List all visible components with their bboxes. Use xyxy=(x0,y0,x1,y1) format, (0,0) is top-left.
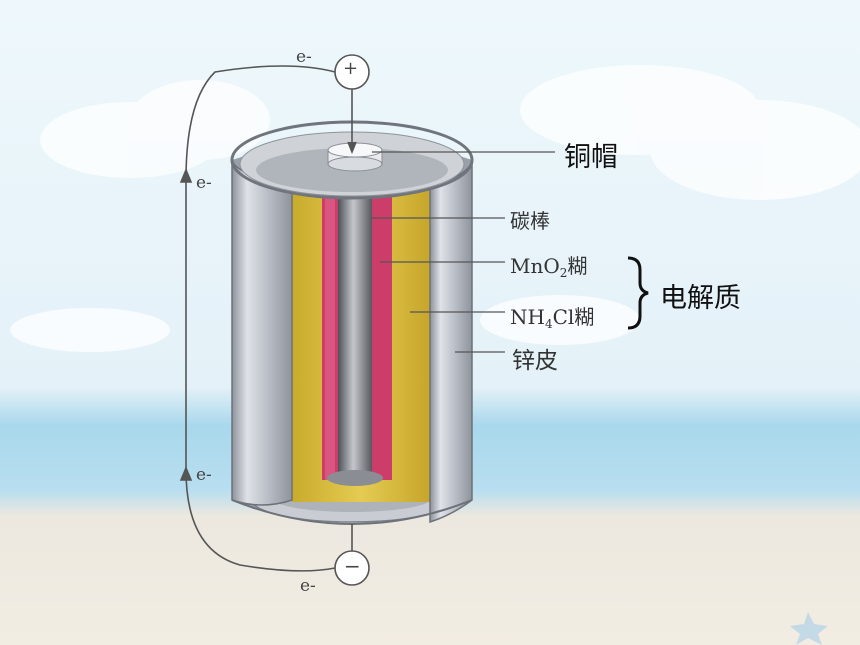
starfish-decoration xyxy=(790,612,828,645)
electron-label-top: e- xyxy=(296,47,312,67)
label-nh4cl-paste: NH4Cl糊 xyxy=(510,305,595,331)
label-zinc-case: 锌皮 xyxy=(512,348,558,374)
electrolyte-brace xyxy=(627,256,649,330)
negative-sign: − xyxy=(344,554,361,578)
label-carbon-rod: 碳棒 xyxy=(510,209,550,233)
zinc-left-wall xyxy=(231,159,293,506)
zinc-right-wall xyxy=(429,159,473,524)
electron-label-lower-left: e- xyxy=(196,465,212,485)
electron-label-bottom: e- xyxy=(300,576,316,596)
leader-lines xyxy=(372,151,555,353)
positive-sign: + xyxy=(343,58,359,79)
label-electrolyte: 电解质 xyxy=(660,283,741,314)
battery xyxy=(230,120,474,525)
clouds xyxy=(10,65,860,352)
external-circuit xyxy=(179,54,370,586)
label-copper-cap: 铜帽 xyxy=(564,142,618,173)
carbon-rod xyxy=(338,160,372,478)
electron-label-upper-left: e- xyxy=(196,173,212,193)
label-mno2-paste: MnO2糊 xyxy=(510,254,588,280)
